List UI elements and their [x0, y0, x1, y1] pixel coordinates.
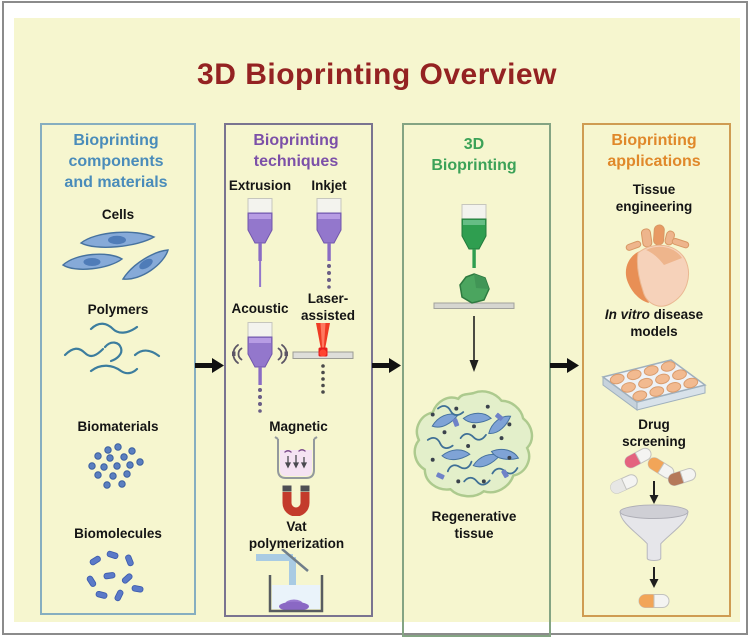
label-in-vitro-italic: In vitro: [604, 307, 650, 322]
label-vat-polymerization: Vat polymerization: [248, 519, 345, 551]
label-inkjet: Inkjet: [311, 178, 347, 193]
arrow-down-small-icon: [649, 567, 659, 588]
label-in-vitro-disease-models: In vitro disease models: [594, 306, 714, 340]
panel-techniques: Bioprinting techniques Extrusion Inkjet …: [224, 123, 373, 617]
label-cells: Cells: [101, 207, 135, 222]
label-biomolecules: Biomolecules: [74, 526, 162, 541]
extrusion-nozzle-icon: [247, 198, 273, 287]
regenerative-tissue-icon: [413, 390, 534, 498]
pills-icon: [610, 447, 697, 494]
cells-icon: [61, 231, 169, 280]
printed-construct-icon: [433, 273, 515, 309]
label-drug-screening: Drug screening: [622, 417, 686, 449]
label-extrusion: Extrusion: [228, 178, 292, 193]
label-polymers: Polymers: [87, 302, 149, 317]
result-pill-icon: [638, 594, 670, 608]
polymers-icon: [63, 322, 161, 375]
panel-3d-bioprinting: 3D Bioprinting: [402, 123, 551, 637]
figure-canvas: 3D Bioprinting Overview Bioprinting comp…: [14, 18, 740, 637]
laser-assisted-icon: [292, 323, 354, 394]
label-regenerative-tissue: Regenerative tissue: [431, 509, 517, 541]
label-laser-assisted: Laser-assisted: [300, 291, 356, 323]
vat-polymerization-icon: [256, 549, 324, 613]
panel-applications: Bioprinting applications Tissue engineer…: [582, 123, 731, 617]
arrow-down-icon: [469, 316, 479, 372]
biomolecules-icon: [86, 550, 144, 602]
inkjet-nozzle-icon: [316, 198, 342, 289]
panel-components: Bioprinting components and materials Cel…: [40, 123, 196, 615]
arrow-right-icon: [195, 358, 224, 373]
acoustic-nozzle-icon: [232, 322, 288, 413]
panel-3d-bioprinting-header: 3D Bioprinting: [431, 136, 517, 174]
panel-techniques-header: Bioprinting techniques: [253, 132, 339, 170]
figure-title: 3D Bioprinting Overview: [197, 58, 557, 91]
label-magnetic: Magnetic: [269, 419, 328, 434]
funnel-icon: [619, 504, 689, 561]
biomaterials-icon: [88, 443, 144, 489]
arrow-right-icon: [372, 358, 401, 373]
arrow-down-small-icon: [649, 481, 659, 504]
label-tissue-engineering: Tissue engineering: [615, 182, 693, 214]
panel-applications-header: Bioprinting applications: [607, 132, 701, 170]
well-plate-icon: [601, 359, 707, 411]
magnetic-icon: [274, 436, 318, 516]
label-disease-models-rest: disease models: [630, 307, 704, 339]
panel-components-header: Bioprinting components and materials: [64, 132, 168, 191]
label-acoustic: Acoustic: [231, 301, 289, 316]
label-biomaterials: Biomaterials: [77, 419, 159, 434]
heart-icon: [625, 224, 690, 307]
bioprinter-nozzle-icon: [461, 204, 487, 268]
arrow-right-icon: [550, 358, 579, 373]
